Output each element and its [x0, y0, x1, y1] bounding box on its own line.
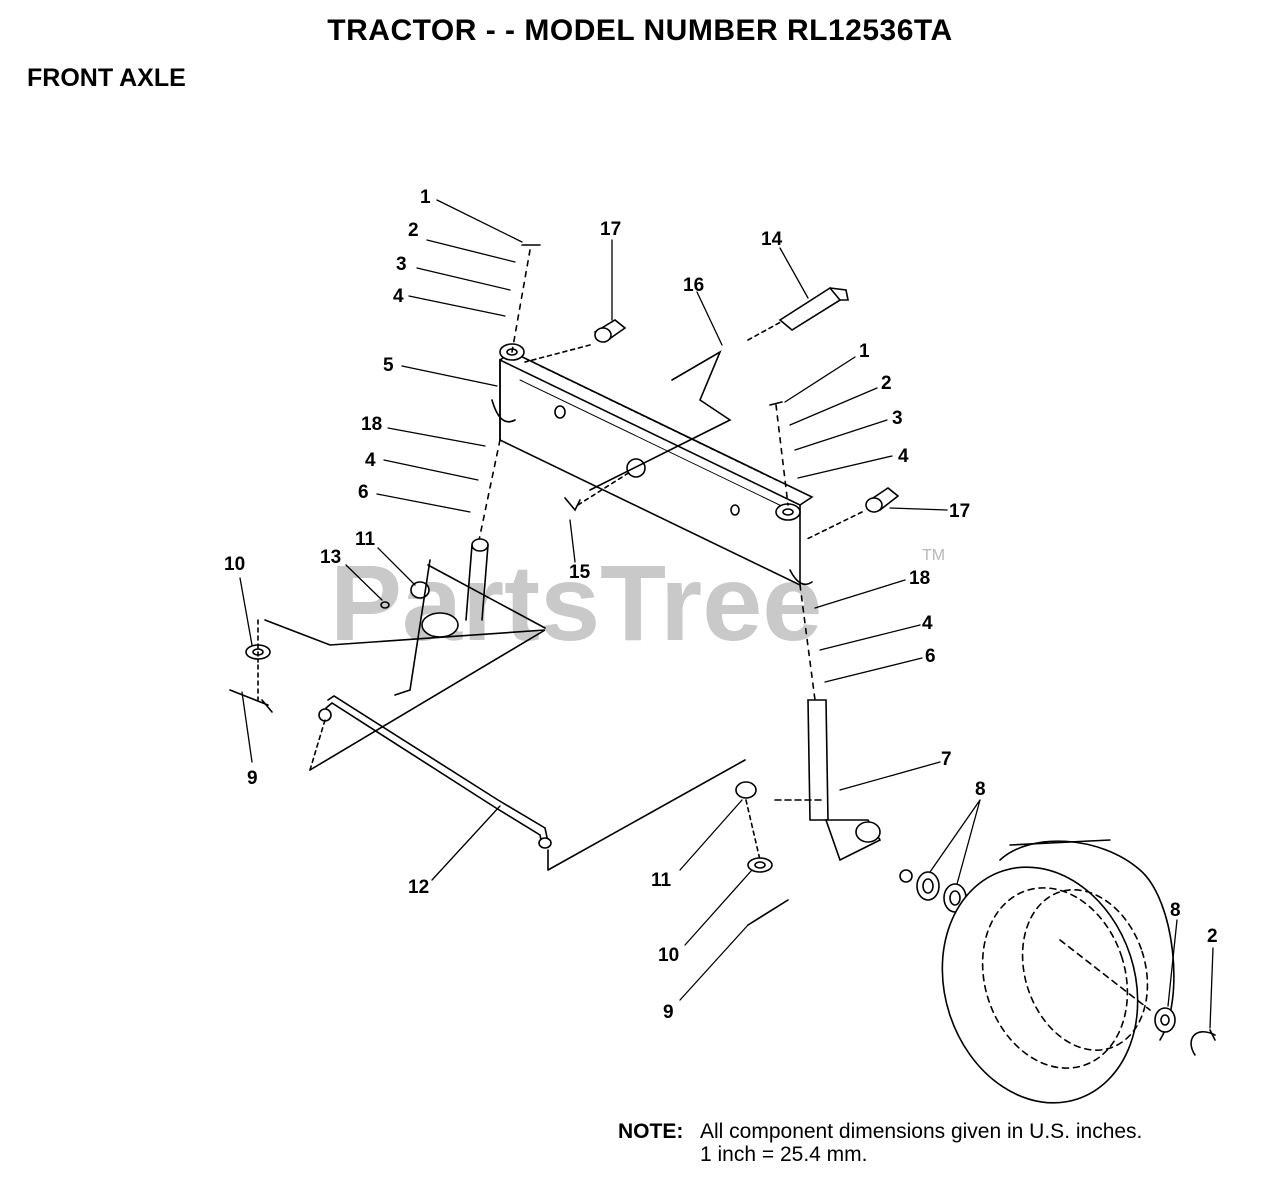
pivot-bolt [589, 286, 849, 491]
callout-18: 18 [909, 568, 930, 589]
right-steering-hardware [735, 781, 789, 926]
callout-3: 3 [892, 408, 903, 429]
callout-3: 3 [396, 254, 407, 275]
watermark: PartsTree [330, 542, 822, 663]
callout-6: 6 [358, 482, 369, 503]
callout-15: 15 [569, 562, 591, 583]
callout-4: 4 [365, 450, 376, 471]
callout-7: 7 [941, 749, 952, 770]
callout-18: 18 [361, 414, 382, 435]
callout-17: 17 [600, 219, 621, 240]
callout-11: 11 [651, 870, 672, 891]
callout-2: 2 [1207, 926, 1218, 947]
callout-10: 10 [224, 554, 245, 575]
section-title: FRONT AXLE [27, 64, 186, 92]
callout-9: 9 [663, 1002, 674, 1023]
callout-2: 2 [881, 373, 892, 394]
callout-2: 2 [408, 220, 419, 241]
left-spindle-hardware [229, 559, 546, 771]
leader-lines [239, 199, 1214, 1029]
callout-labels: 1 2 3 4 5 18 4 6 17 16 14 1 2 3 4 17 15 … [224, 187, 1218, 1023]
callout-5: 5 [383, 355, 394, 376]
callout-17: 17 [949, 501, 970, 522]
callout-11: 11 [355, 529, 376, 550]
callout-8: 8 [975, 779, 986, 800]
dimension-note: NOTE: All component dimensions given in U… [618, 1120, 1142, 1166]
callout-13: 13 [320, 547, 341, 568]
left-pivot-hardware [465, 244, 541, 621]
callout-9: 9 [247, 768, 258, 789]
callout-6: 6 [925, 646, 936, 667]
watermark-trademark: TM [922, 547, 945, 564]
callout-12: 12 [408, 877, 429, 898]
callout-4: 4 [922, 613, 933, 634]
note-line-1: All component dimensions given in U.S. i… [700, 1120, 1143, 1143]
callout-16: 16 [683, 275, 704, 296]
note-label: NOTE: [618, 1120, 684, 1143]
callout-14: 14 [761, 229, 783, 250]
cotter-pin [564, 471, 631, 512]
page-title: TRACTOR - - MODEL NUMBER RL12536TA [327, 14, 953, 47]
callout-1: 1 [420, 187, 431, 208]
note-line-2: 1 inch = 25.4 mm. [700, 1143, 868, 1166]
front-axle-beam [491, 343, 814, 587]
callout-1: 1 [859, 341, 870, 362]
callout-10: 10 [658, 945, 679, 966]
grease-fitting-right [804, 487, 900, 541]
callout-4: 4 [898, 446, 909, 467]
tie-rod [309, 695, 746, 871]
right-spindle [769, 401, 882, 862]
callout-8: 8 [1170, 900, 1181, 921]
callout-4: 4 [393, 286, 404, 307]
front-wheel [899, 839, 1216, 1104]
grease-fitting-left [524, 319, 627, 363]
